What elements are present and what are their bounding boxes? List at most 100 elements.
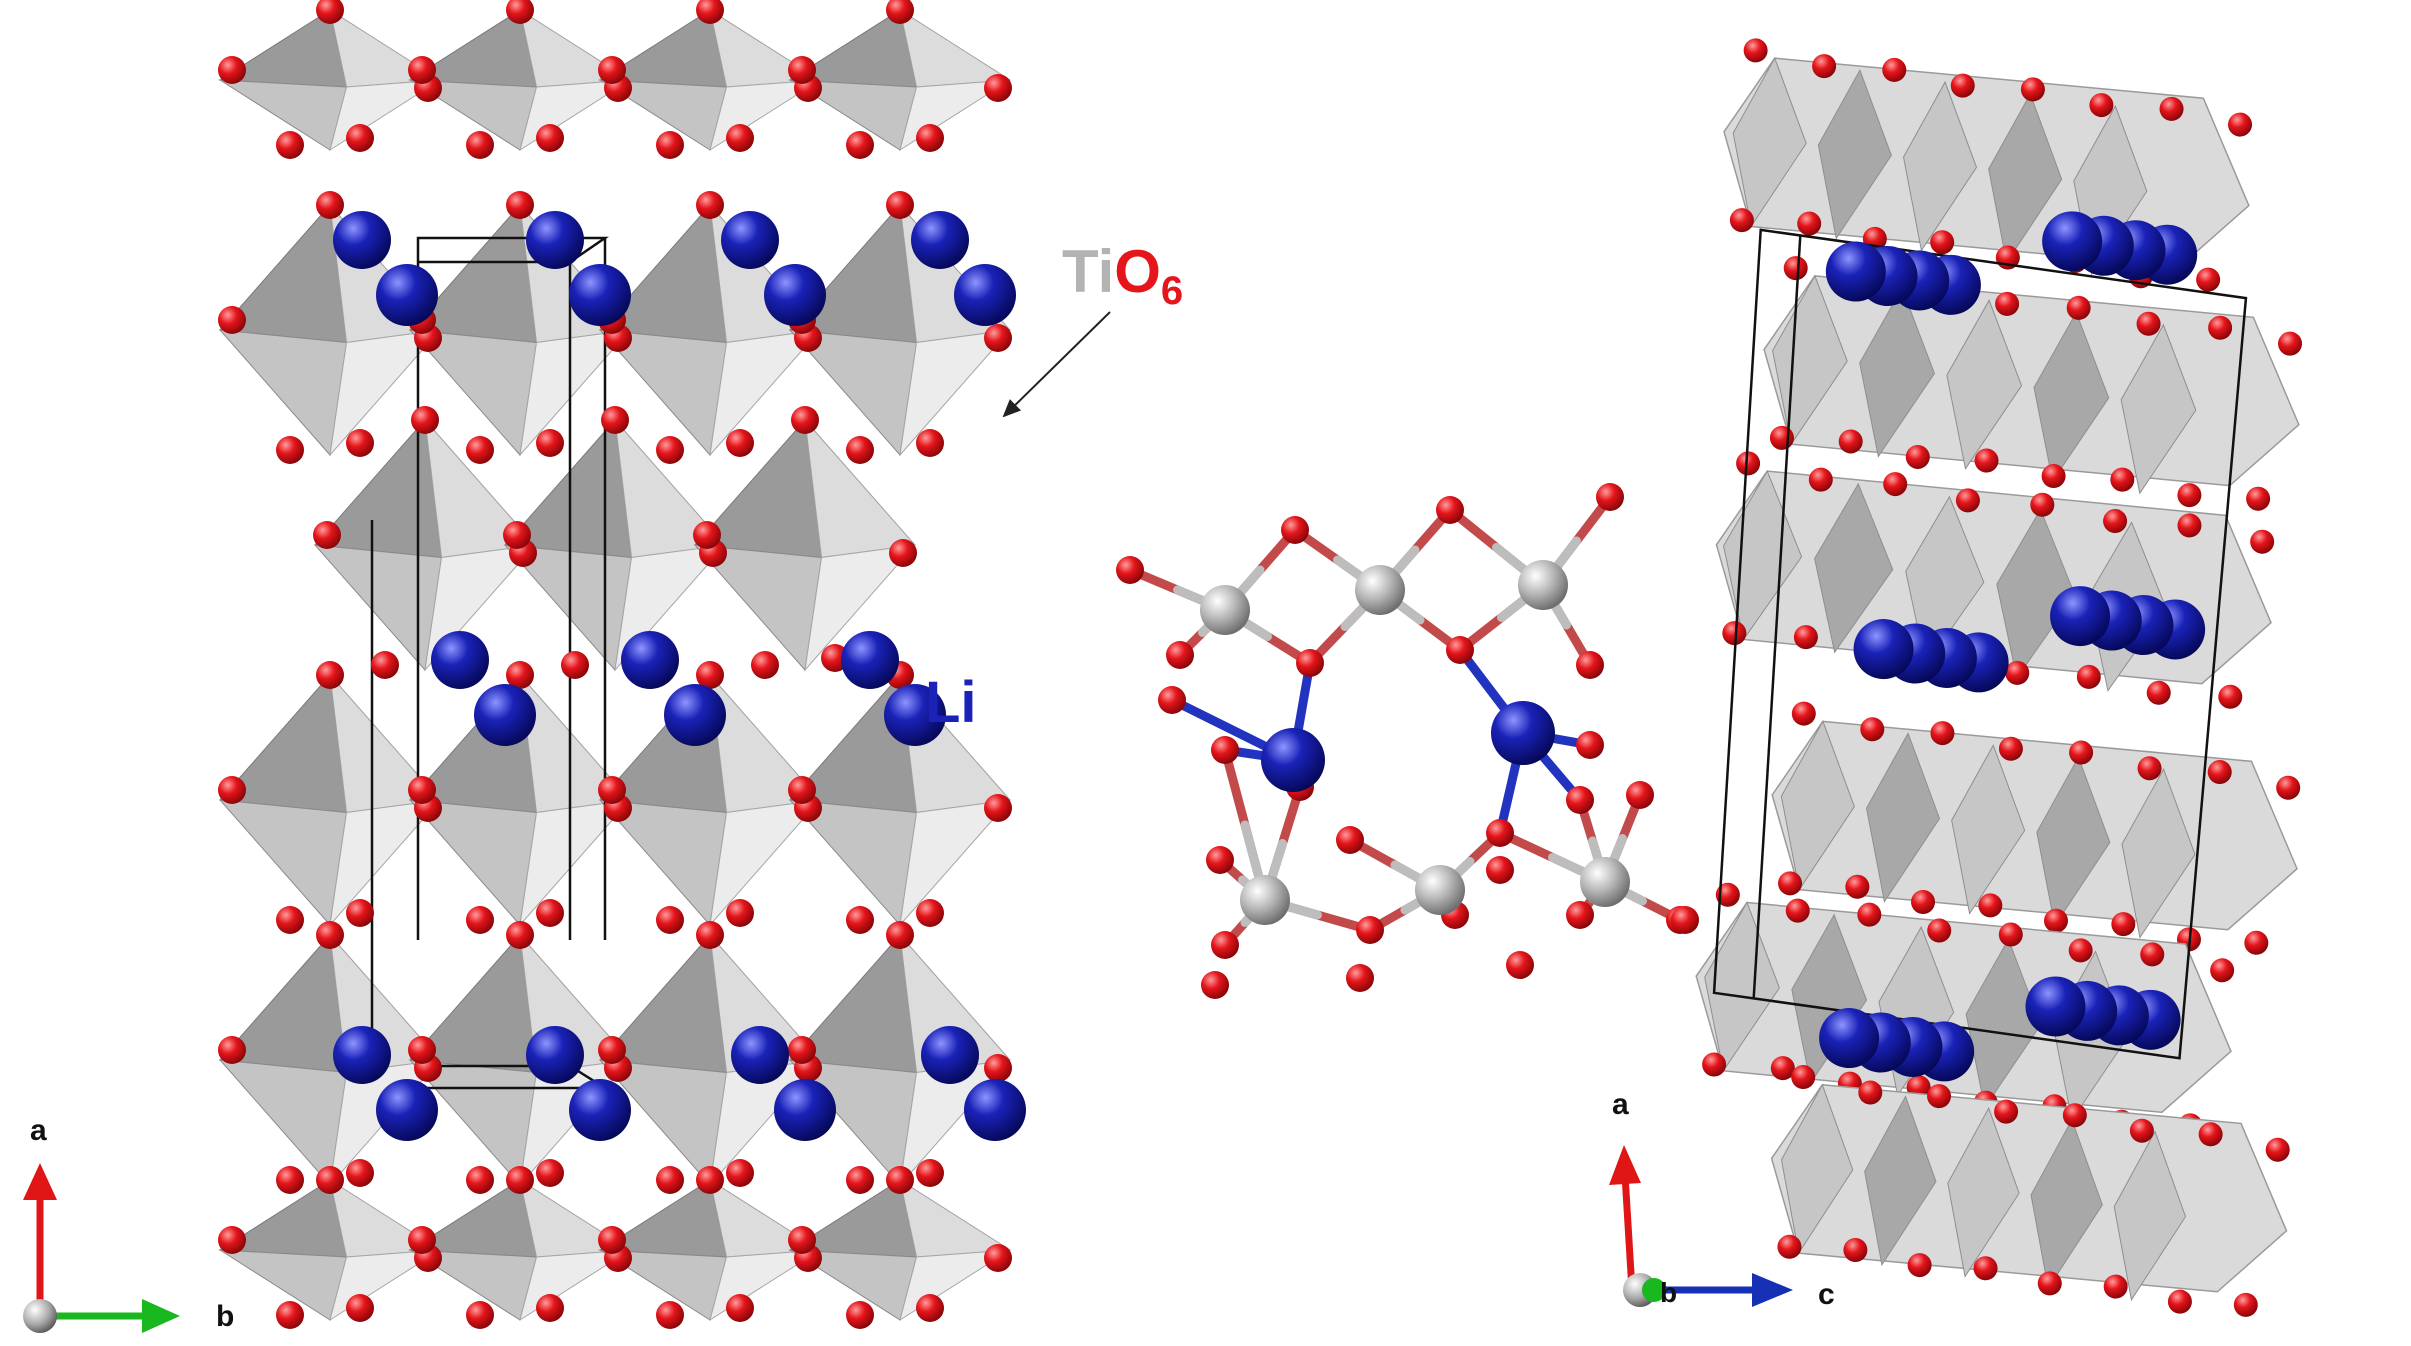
titanium-atom <box>1240 875 1290 925</box>
oxygen-atom <box>2103 509 2128 534</box>
lithium-atom <box>2025 976 2086 1037</box>
octahedron-face <box>1902 80 1978 252</box>
oxygen-atom <box>1446 636 1474 664</box>
oxygen-atom <box>506 191 534 219</box>
oxygen-atom <box>346 1159 374 1187</box>
oxygen-atom <box>2228 112 2253 137</box>
oxygen-atom <box>886 191 914 219</box>
oxygen-atom <box>1930 230 1955 255</box>
lithium-atom <box>1261 728 1325 792</box>
oxygen-atom <box>536 899 564 927</box>
unit-cell-edge <box>416 236 610 264</box>
oxygen-atom <box>2068 938 2093 963</box>
titanium-atom <box>1580 857 1630 907</box>
oxygen-atom <box>2041 464 2066 489</box>
oxygen-atom <box>408 776 436 804</box>
oxygen-atom <box>536 429 564 457</box>
oxygen-atom <box>2030 492 2055 517</box>
oxygen-atom <box>218 1036 246 1064</box>
oxygen-atom <box>1927 1084 1952 1109</box>
octahedron-face <box>804 544 917 672</box>
oxygen-atom <box>1722 621 1747 646</box>
oxygen-atom <box>1211 931 1239 959</box>
oxygen-atom <box>276 1301 304 1329</box>
oxygen-atom <box>1950 73 1975 98</box>
oxygen-atom <box>536 124 564 152</box>
oxygen-atom <box>2069 740 2094 765</box>
tio6-label: TiO6 <box>1002 238 1183 418</box>
oxygen-atom <box>2198 1122 2223 1147</box>
lithium-atom <box>664 684 726 746</box>
oxygen-atom <box>408 1226 436 1254</box>
oxygen-atom <box>1566 901 1594 929</box>
oxygen-atom <box>276 436 304 464</box>
oxygen-atom <box>2265 1137 2290 1162</box>
oxygen-atom <box>1955 488 1980 513</box>
oxygen-atom <box>1743 38 1768 63</box>
lithium-atom <box>569 1079 631 1141</box>
oxygen-atom <box>726 899 754 927</box>
lithium-atom <box>621 631 679 689</box>
oxygen-atom <box>313 521 341 549</box>
oxygen-atom <box>598 1226 626 1254</box>
oxygen-atom <box>656 1301 684 1329</box>
oxygen-atom <box>984 794 1012 822</box>
lithium-atom <box>1491 701 1555 765</box>
oxygen-atom <box>503 521 531 549</box>
left-axis-b-label: b <box>216 1300 234 1333</box>
oxygen-atom <box>984 324 1012 352</box>
oxygen-atom <box>2110 467 2135 492</box>
lithium-atom <box>721 211 779 269</box>
oxygen-atom <box>696 661 724 689</box>
oxygen-atom <box>1770 1056 1795 1081</box>
oxygen-atom <box>1336 826 1364 854</box>
oxygen-atom <box>466 436 494 464</box>
oxygen-atom <box>656 1166 684 1194</box>
oxygen-atom <box>1486 819 1514 847</box>
oxygen-atom <box>1882 57 1907 82</box>
lithium-atom <box>526 1026 584 1084</box>
lithium-atom <box>376 1079 438 1141</box>
oxygen-atom <box>276 906 304 934</box>
oxygen-atom <box>2137 756 2162 781</box>
oxygen-atom <box>1715 882 1740 907</box>
oxygen-atom <box>1206 846 1234 874</box>
lithium-atom <box>431 631 489 689</box>
oxygen-atom <box>1883 472 1908 497</box>
oxygen-atom <box>506 1166 534 1194</box>
oxygen-atom <box>2233 1292 2258 1317</box>
oxygen-atom <box>2208 315 2233 340</box>
oxygen-atom <box>984 1054 1012 1082</box>
oxygen-atom <box>1211 736 1239 764</box>
octahedron-face <box>1859 286 1935 458</box>
oxygen-atom <box>598 56 626 84</box>
oxygen-atom <box>726 429 754 457</box>
oxygen-atom <box>656 131 684 159</box>
oxygen-atom <box>466 1301 494 1329</box>
oxygen-atom <box>1857 902 1882 927</box>
lithium-atom <box>911 211 969 269</box>
octahedron-face <box>1817 68 1892 240</box>
oxygen-atom <box>1995 291 2020 316</box>
oxygen-atom <box>2076 664 2101 689</box>
octahedron-face <box>329 799 442 927</box>
oxygen-atom <box>1486 856 1514 884</box>
oxygen-atom <box>984 1244 1012 1272</box>
lithium-atom <box>954 264 1016 326</box>
oxygen-atom <box>1702 1052 1727 1077</box>
oxygen-atom <box>218 56 246 84</box>
left-structure-panel <box>218 0 1026 1329</box>
oxygen-atom <box>1860 717 1885 742</box>
oxygen-atom <box>506 921 534 949</box>
oxygen-atom <box>1671 906 1699 934</box>
oxygen-atom <box>561 651 589 679</box>
oxygen-atom <box>2044 908 2069 933</box>
oxygen-atom <box>316 1166 344 1194</box>
octahedron-face <box>1951 744 2026 915</box>
oxygen-atom <box>466 131 494 159</box>
oxygen-atom <box>1166 641 1194 669</box>
oxygen-atom <box>2066 295 2091 320</box>
oxygen-atom <box>2159 96 2184 121</box>
oxygen-atom <box>916 429 944 457</box>
